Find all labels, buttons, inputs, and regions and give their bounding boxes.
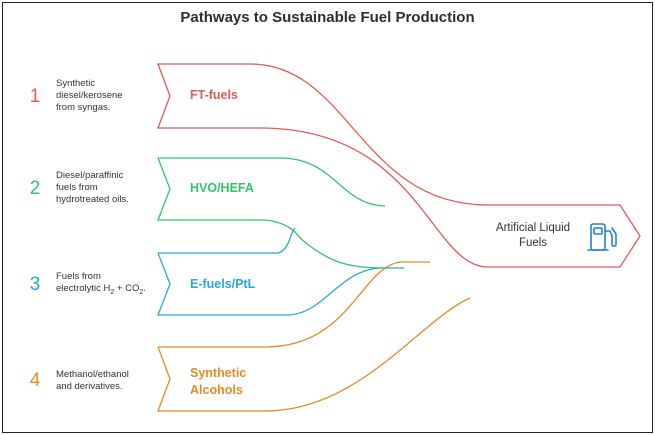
pathway-2-ribbon: [157, 157, 389, 269]
pathway-1-description-line: Synthetic: [56, 78, 96, 89]
output-label-line: Artificial Liquid: [495, 222, 571, 234]
pathway-4-label: Synthetic Alcohols: [190, 365, 246, 399]
pathway-3-description-line: Fuels from: [56, 271, 101, 282]
pathway-4-description-line: and derivatives.: [56, 381, 123, 392]
description-text: .: [143, 283, 146, 294]
description-text: + CO: [114, 283, 140, 294]
output-label: Artificial Liquid Fuels: [478, 221, 588, 251]
diagram-title: Pathways to Sustainable Fuel Production: [180, 9, 475, 26]
pathway-1-description: Synthetic diesel/kerosene from syngas.: [56, 78, 123, 114]
pathway-1-description-line: diesel/kerosene: [56, 90, 123, 101]
pathway-4-number: 4: [29, 370, 41, 391]
pathway-2-description-line: hydrotreated oils.: [56, 194, 129, 205]
pathway-3-description-line: electrolytic H2 + CO2.: [56, 283, 146, 296]
fuel-pump-icon: [587, 223, 617, 251]
pathway-3-description: Fuels from electrolytic H2 + CO2.: [56, 271, 146, 296]
pathway-4-description-line: Methanol/ethanol: [56, 369, 129, 380]
pathway-1-description-line: from syngas.: [56, 102, 111, 113]
output-label-line: Fuels: [518, 237, 548, 249]
pathway-2-description-line: Diesel/paraffinic: [56, 170, 124, 181]
pathway-4-description: Methanol/ethanol and derivatives.: [56, 369, 129, 393]
pathway-3-label: E-fuels/PtL: [190, 277, 256, 291]
pathway-4-ribbon: [157, 261, 471, 412]
pathway-1-number: 1: [29, 86, 41, 107]
pathway-2-description: Diesel/paraffinic fuels from hydrotreate…: [56, 170, 129, 206]
subscript: 2: [110, 288, 115, 296]
pathway-1-ribbon: [157, 63, 641, 268]
pathway-2-number: 2: [29, 178, 41, 199]
subscript: 2: [139, 288, 144, 296]
pathway-3-number: 3: [29, 274, 41, 295]
pathway-3-ribbon: [157, 227, 404, 316]
description-text: electrolytic H: [56, 283, 111, 294]
pathway-4-label-line: Alcohols: [190, 383, 243, 397]
pathway-4-label-line: Synthetic: [190, 366, 247, 380]
pathway-2-description-line: fuels from: [56, 182, 98, 193]
pathway-2-label: HVO/HEFA: [190, 181, 254, 195]
pathway-1-label: FT-fuels: [190, 88, 238, 102]
